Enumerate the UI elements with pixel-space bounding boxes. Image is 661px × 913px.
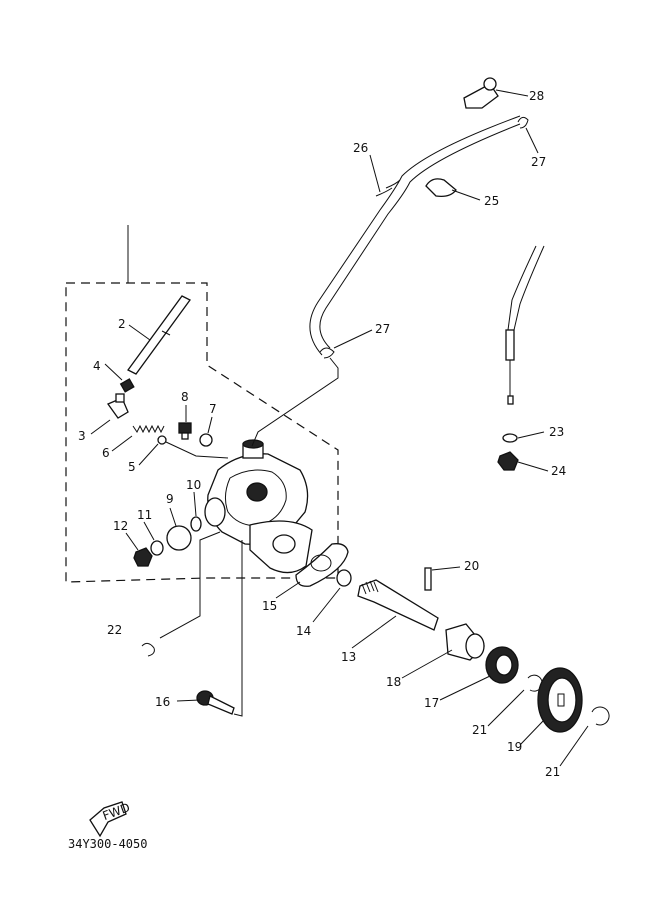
part-7-washer (199, 433, 213, 447)
callout-21a: 21 (472, 723, 487, 737)
callout-18: 18 (386, 675, 401, 689)
callout-28: 28 (529, 89, 544, 103)
diagram-code: 34Y300-4050 (68, 837, 147, 851)
part-10-washer (190, 516, 202, 532)
part-2-pipe (127, 295, 191, 375)
callout-27b: 27 (531, 155, 546, 169)
callout-23: 23 (549, 425, 564, 439)
part-27-clip-b (517, 116, 529, 129)
part-13-shaft (357, 579, 439, 631)
part-4-nipple (119, 378, 135, 393)
part-6-spring (132, 424, 165, 434)
part-23-washer (502, 433, 518, 443)
callout-10: 10 (186, 478, 201, 492)
callout-4: 4 (93, 359, 101, 373)
cable (505, 245, 545, 405)
part-11-washer (150, 540, 164, 556)
callout-3: 3 (78, 429, 86, 443)
fwd-arrow-icon: FWD (89, 800, 132, 838)
oil-pump-body (204, 439, 313, 574)
part-15-gasket (295, 543, 349, 587)
callout-17: 17 (424, 696, 439, 710)
part-26-hose (309, 115, 521, 356)
part-3-elbow (107, 393, 129, 419)
part-21-circlip-b (591, 706, 610, 726)
part-17-bearing (485, 646, 519, 684)
part-14-oring (336, 569, 352, 587)
part-27-clip-a (319, 347, 335, 359)
callout-26: 26 (353, 141, 368, 155)
callout-9: 9 (166, 492, 174, 506)
callout-14: 14 (296, 624, 311, 638)
part-19-gear (537, 667, 583, 733)
callout-8: 8 (181, 390, 189, 404)
callout-12: 12 (113, 519, 128, 533)
callout-6: 6 (102, 446, 110, 460)
part-12-nut (133, 547, 153, 567)
callout-21b: 21 (545, 765, 560, 779)
callout-labels: 2 4 3 6 5 8 7 9 10 11 12 15 14 13 18 17 … (78, 89, 566, 779)
leader-lines (90, 89, 589, 767)
callout-19: 19 (507, 740, 522, 754)
callout-16: 16 (155, 695, 170, 709)
part-9-disc (166, 525, 192, 551)
part-5-ball (157, 435, 167, 445)
part-24-nut (497, 451, 519, 471)
callout-13: 13 (341, 650, 356, 664)
callout-27a: 27 (375, 322, 390, 336)
subassembly-boundary (65, 225, 339, 583)
callout-11: 11 (137, 508, 152, 522)
part-8-bolt (178, 422, 192, 440)
part-20-pin (424, 567, 432, 591)
callout-24: 24 (551, 464, 566, 478)
callout-5: 5 (128, 460, 136, 474)
fwd-label: FWD (101, 800, 132, 823)
callout-2: 2 (118, 317, 126, 331)
part-18-collar (445, 623, 485, 661)
part-22-clip (141, 642, 155, 657)
part-28-bracket (463, 77, 499, 109)
part-25-clamp (425, 178, 457, 198)
callout-15: 15 (262, 599, 277, 613)
callout-25: 25 (484, 194, 499, 208)
callout-20: 20 (464, 559, 479, 573)
callout-22: 22 (107, 623, 122, 637)
callout-7: 7 (209, 402, 217, 416)
part-16-bolt (196, 690, 235, 715)
